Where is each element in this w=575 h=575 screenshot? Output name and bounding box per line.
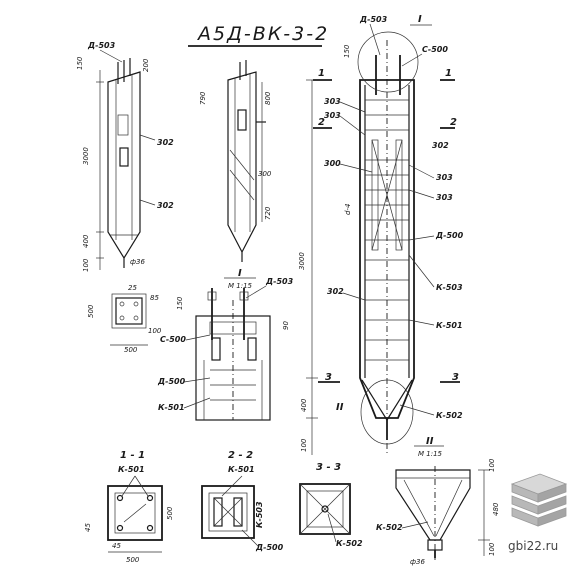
dim-500-sec11-h: 500 xyxy=(126,556,140,564)
label-k502-main: К-502 xyxy=(436,411,463,420)
section-2-2-title: 2 - 2 xyxy=(228,450,253,461)
node-2-detail xyxy=(395,466,490,560)
label-c500-node1: С-500 xyxy=(160,335,186,344)
pile-left-outline xyxy=(107,71,141,260)
label-k501-sec22: К-501 xyxy=(228,465,255,474)
dim-500-plate-h: 500 xyxy=(124,346,138,354)
dim-150-main: 150 xyxy=(343,44,351,58)
node-circle-1 xyxy=(357,31,419,93)
label-302-main-b: 302 xyxy=(327,287,344,296)
label-302-main-a: 302 xyxy=(432,141,449,150)
dim-790: 790 xyxy=(199,91,207,105)
label-k503-sec22: К-503 xyxy=(255,501,264,528)
main-stirrups xyxy=(365,99,409,361)
pile-left-insert xyxy=(119,147,129,167)
label-d500-node1: Д-500 xyxy=(157,377,186,386)
label-302-b: 302 xyxy=(157,201,174,210)
label-d4: d-4 xyxy=(344,204,352,215)
label-d500-main: Д-500 xyxy=(435,231,464,240)
node-2-scale: М 1:15 xyxy=(418,450,443,458)
label-d503-main: Д-503 xyxy=(359,15,388,24)
section-2-2 xyxy=(201,475,255,539)
label-d503-left: Д-503 xyxy=(87,41,116,50)
pile-view-middle xyxy=(227,60,266,262)
gbi22-logo-icon xyxy=(510,473,568,527)
node-2-tip-outline xyxy=(395,469,471,541)
dim-200-left: 200 xyxy=(142,58,150,72)
cut-1-left: 1 xyxy=(318,68,325,79)
label-302-a: 302 xyxy=(157,138,174,147)
section-1-1-title: 1 - 1 xyxy=(120,450,145,461)
section-3-3-title: 3 - 3 xyxy=(316,462,341,473)
dim-150-node1: 150 xyxy=(176,296,184,310)
label-303-c: 303 xyxy=(436,173,453,182)
dim-100-node2-top: 100 xyxy=(488,458,496,472)
node-1-mark: I xyxy=(418,14,422,25)
dim-100-left: 100 xyxy=(82,258,90,272)
watermark-text: gbi22.ru xyxy=(508,539,558,553)
main-pile-outline xyxy=(359,79,415,419)
plate-plan xyxy=(110,293,148,346)
label-phi36-node2: ф36 xyxy=(410,558,425,566)
node-2-mark-main: II xyxy=(336,402,344,413)
label-300: 300 xyxy=(324,159,341,168)
dim-45-sec11-bottom: 45 xyxy=(112,542,121,550)
label-k503-main: К-503 xyxy=(436,283,463,292)
label-303-a: 303 xyxy=(324,97,341,106)
dim-300-middle: 300 xyxy=(258,170,272,178)
dim-720: 720 xyxy=(264,206,272,220)
cut-2-right: 2 xyxy=(450,117,457,128)
dim-500-plate-v: 500 xyxy=(87,304,95,318)
label-303-b: 303 xyxy=(324,111,341,120)
dim-400-left: 400 xyxy=(82,234,90,248)
label-k501-sec11: К-501 xyxy=(118,465,145,474)
cut-3-left: 3 xyxy=(325,372,332,383)
drawing-title: А5Д-ВК-3-2 xyxy=(196,23,329,45)
label-k502-node2: К-502 xyxy=(376,523,403,532)
cut-1-right: 1 xyxy=(445,68,452,79)
pile-main-elevation xyxy=(306,31,419,455)
dim-400-main: 400 xyxy=(300,398,308,412)
node-2-detail-title: II xyxy=(426,436,434,447)
dim-800: 800 xyxy=(264,91,272,105)
dim-100-node2-bottom: 100 xyxy=(488,542,496,556)
label-k501-main: К-501 xyxy=(436,321,463,330)
section-3-3 xyxy=(299,483,351,535)
label-d500-sec22: Д-500 xyxy=(255,543,284,552)
dim-100-main: 100 xyxy=(300,438,308,452)
label-c500-main: С-500 xyxy=(422,45,448,54)
dim-3000-main: 3000 xyxy=(298,252,306,270)
section-1-1 xyxy=(107,475,163,553)
label-303-d: 303 xyxy=(436,193,453,202)
node-1-scale: М 1:15 xyxy=(228,282,253,290)
dim-480-node2: 480 xyxy=(492,502,500,516)
dim-90-node1: 90 xyxy=(282,321,290,330)
dim-100-plate: 100 xyxy=(148,327,162,335)
dim-85-plate: 85 xyxy=(150,294,159,302)
dim-3000-left: 3000 xyxy=(82,147,90,165)
label-phi36-left: ф36 xyxy=(130,258,145,266)
cut-2-left: 2 xyxy=(318,117,325,128)
dim-25-plate: 25 xyxy=(128,284,137,292)
node-1-detail-title: I xyxy=(238,268,242,279)
cut-3-right: 3 xyxy=(452,372,459,383)
node-1-detail xyxy=(195,288,271,421)
dim-150-left: 150 xyxy=(76,56,84,70)
node-circle-2 xyxy=(360,379,414,445)
label-d503-node1: Д-503 xyxy=(265,277,294,286)
pile-middle-outline xyxy=(227,71,257,254)
dim-45-sec11: 45 xyxy=(84,523,92,532)
dim-500-sec11-v: 500 xyxy=(166,506,174,520)
label-k502-sec33: К-502 xyxy=(336,539,363,548)
pile-view-left xyxy=(96,58,156,270)
pile-middle-insert xyxy=(237,109,247,131)
label-k501-node1: К-501 xyxy=(158,403,185,412)
